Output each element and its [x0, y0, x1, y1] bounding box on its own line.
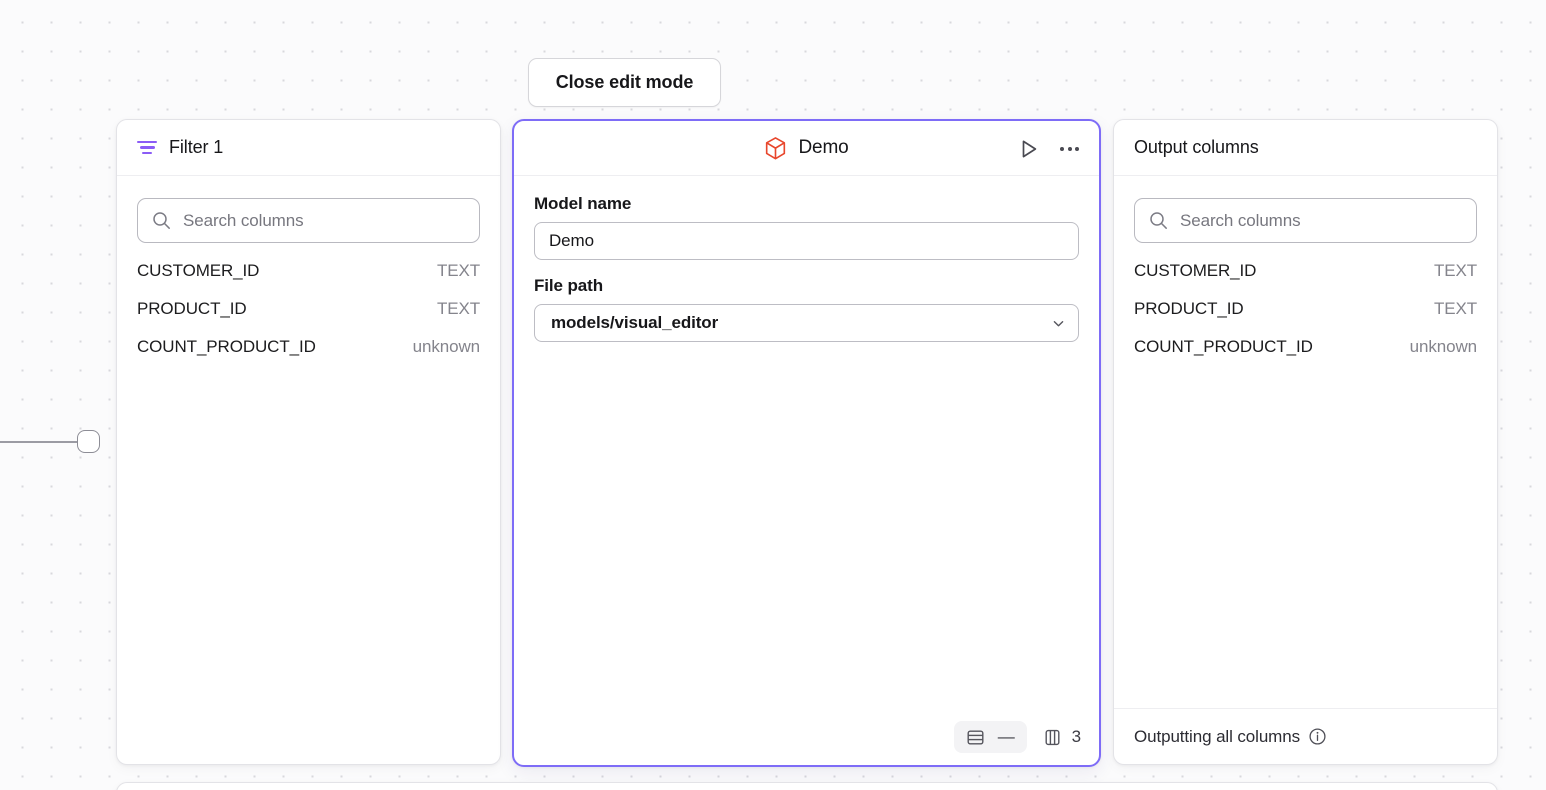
column-type: unknown — [412, 337, 480, 356]
column-name: COUNT_PRODUCT_ID — [137, 337, 316, 356]
list-item[interactable]: CUSTOMER_ID TEXT — [1134, 261, 1477, 299]
model-card-actions — [1016, 121, 1083, 176]
output-panel-footer: Outputting all columns — [1114, 708, 1497, 764]
output-panel-title: Output columns — [1134, 137, 1259, 157]
model-card-body: Model name Demo File path models/visual_… — [514, 176, 1099, 709]
model-card-title: Demo — [798, 137, 849, 158]
close-edit-mode-button[interactable]: Close edit mode — [528, 58, 721, 107]
output-footer-text: Outputting all columns — [1134, 726, 1300, 746]
play-icon — [1022, 140, 1037, 157]
rows-icon — [967, 730, 984, 745]
column-type: TEXT — [436, 261, 480, 280]
list-item[interactable]: COUNT_PRODUCT_ID unknown — [1134, 337, 1477, 375]
column-count-stat[interactable]: 3 — [1043, 727, 1081, 747]
column-name: PRODUCT_ID — [137, 299, 247, 318]
column-name: COUNT_PRODUCT_ID — [1134, 337, 1313, 356]
column-name: CUSTOMER_ID — [137, 261, 260, 280]
file-path-label: File path — [534, 276, 603, 295]
list-item[interactable]: PRODUCT_ID TEXT — [137, 299, 480, 337]
file-path-value: models/visual_editor — [551, 313, 719, 332]
filter-panel: Filter 1 Search columns CUSTOMER_ID TEXT… — [116, 119, 501, 765]
output-columns-panel: Output columns Search columns CUSTOMER_I… — [1113, 119, 1498, 765]
run-button[interactable] — [1016, 136, 1042, 162]
column-type: TEXT — [1433, 261, 1477, 280]
column-type: unknown — [1409, 337, 1477, 356]
bottom-panel — [116, 782, 1498, 790]
row-count-value: — — [997, 727, 1015, 746]
filter-panel-header: Filter 1 — [117, 120, 500, 176]
output-search-input[interactable]: Search columns — [1134, 198, 1477, 243]
model-name-input[interactable]: Demo — [534, 222, 1079, 260]
model-title-group: Demo — [764, 136, 849, 161]
model-card-header: Demo — [514, 121, 1099, 176]
column-name: CUSTOMER_ID — [1134, 261, 1257, 280]
search-icon — [153, 212, 170, 229]
list-item[interactable]: COUNT_PRODUCT_ID unknown — [137, 337, 480, 375]
list-item[interactable]: CUSTOMER_ID TEXT — [137, 261, 480, 299]
filter-search-placeholder: Search columns — [183, 210, 304, 230]
canvas-edge-connector — [0, 430, 104, 454]
output-panel-header: Output columns — [1114, 120, 1497, 176]
info-icon[interactable] — [1308, 727, 1327, 746]
list-item[interactable]: PRODUCT_ID TEXT — [1134, 299, 1477, 337]
edge-handle[interactable] — [77, 430, 100, 453]
filter-search-input[interactable]: Search columns — [137, 198, 480, 243]
output-column-list: CUSTOMER_ID TEXT PRODUCT_ID TEXT COUNT_P… — [1114, 243, 1497, 708]
columns-icon — [1045, 729, 1060, 745]
search-icon — [1150, 212, 1167, 229]
model-card-footer: — 3 — [514, 709, 1099, 765]
model-card[interactable]: Demo Model name Demo File path models/vi… — [512, 119, 1101, 767]
file-path-select[interactable]: models/visual_editor — [534, 304, 1079, 342]
row-count-chip[interactable]: — — [953, 721, 1027, 753]
column-type: TEXT — [436, 299, 480, 318]
column-name: PRODUCT_ID — [1134, 299, 1244, 318]
chevron-down-icon — [1053, 320, 1064, 326]
output-search-placeholder: Search columns — [1180, 210, 1301, 230]
filter-panel-title: Filter 1 — [169, 137, 224, 157]
filter-icon — [137, 140, 157, 156]
more-options-button[interactable] — [1056, 139, 1083, 159]
cube-icon — [766, 136, 786, 159]
edge-line — [0, 441, 80, 443]
column-type: TEXT — [1433, 299, 1477, 318]
column-count-value: 3 — [1071, 727, 1081, 746]
ellipsis-icon — [1058, 141, 1081, 157]
model-name-label: Model name — [534, 194, 632, 213]
filter-column-list: CUSTOMER_ID TEXT PRODUCT_ID TEXT COUNT_P… — [117, 243, 500, 375]
